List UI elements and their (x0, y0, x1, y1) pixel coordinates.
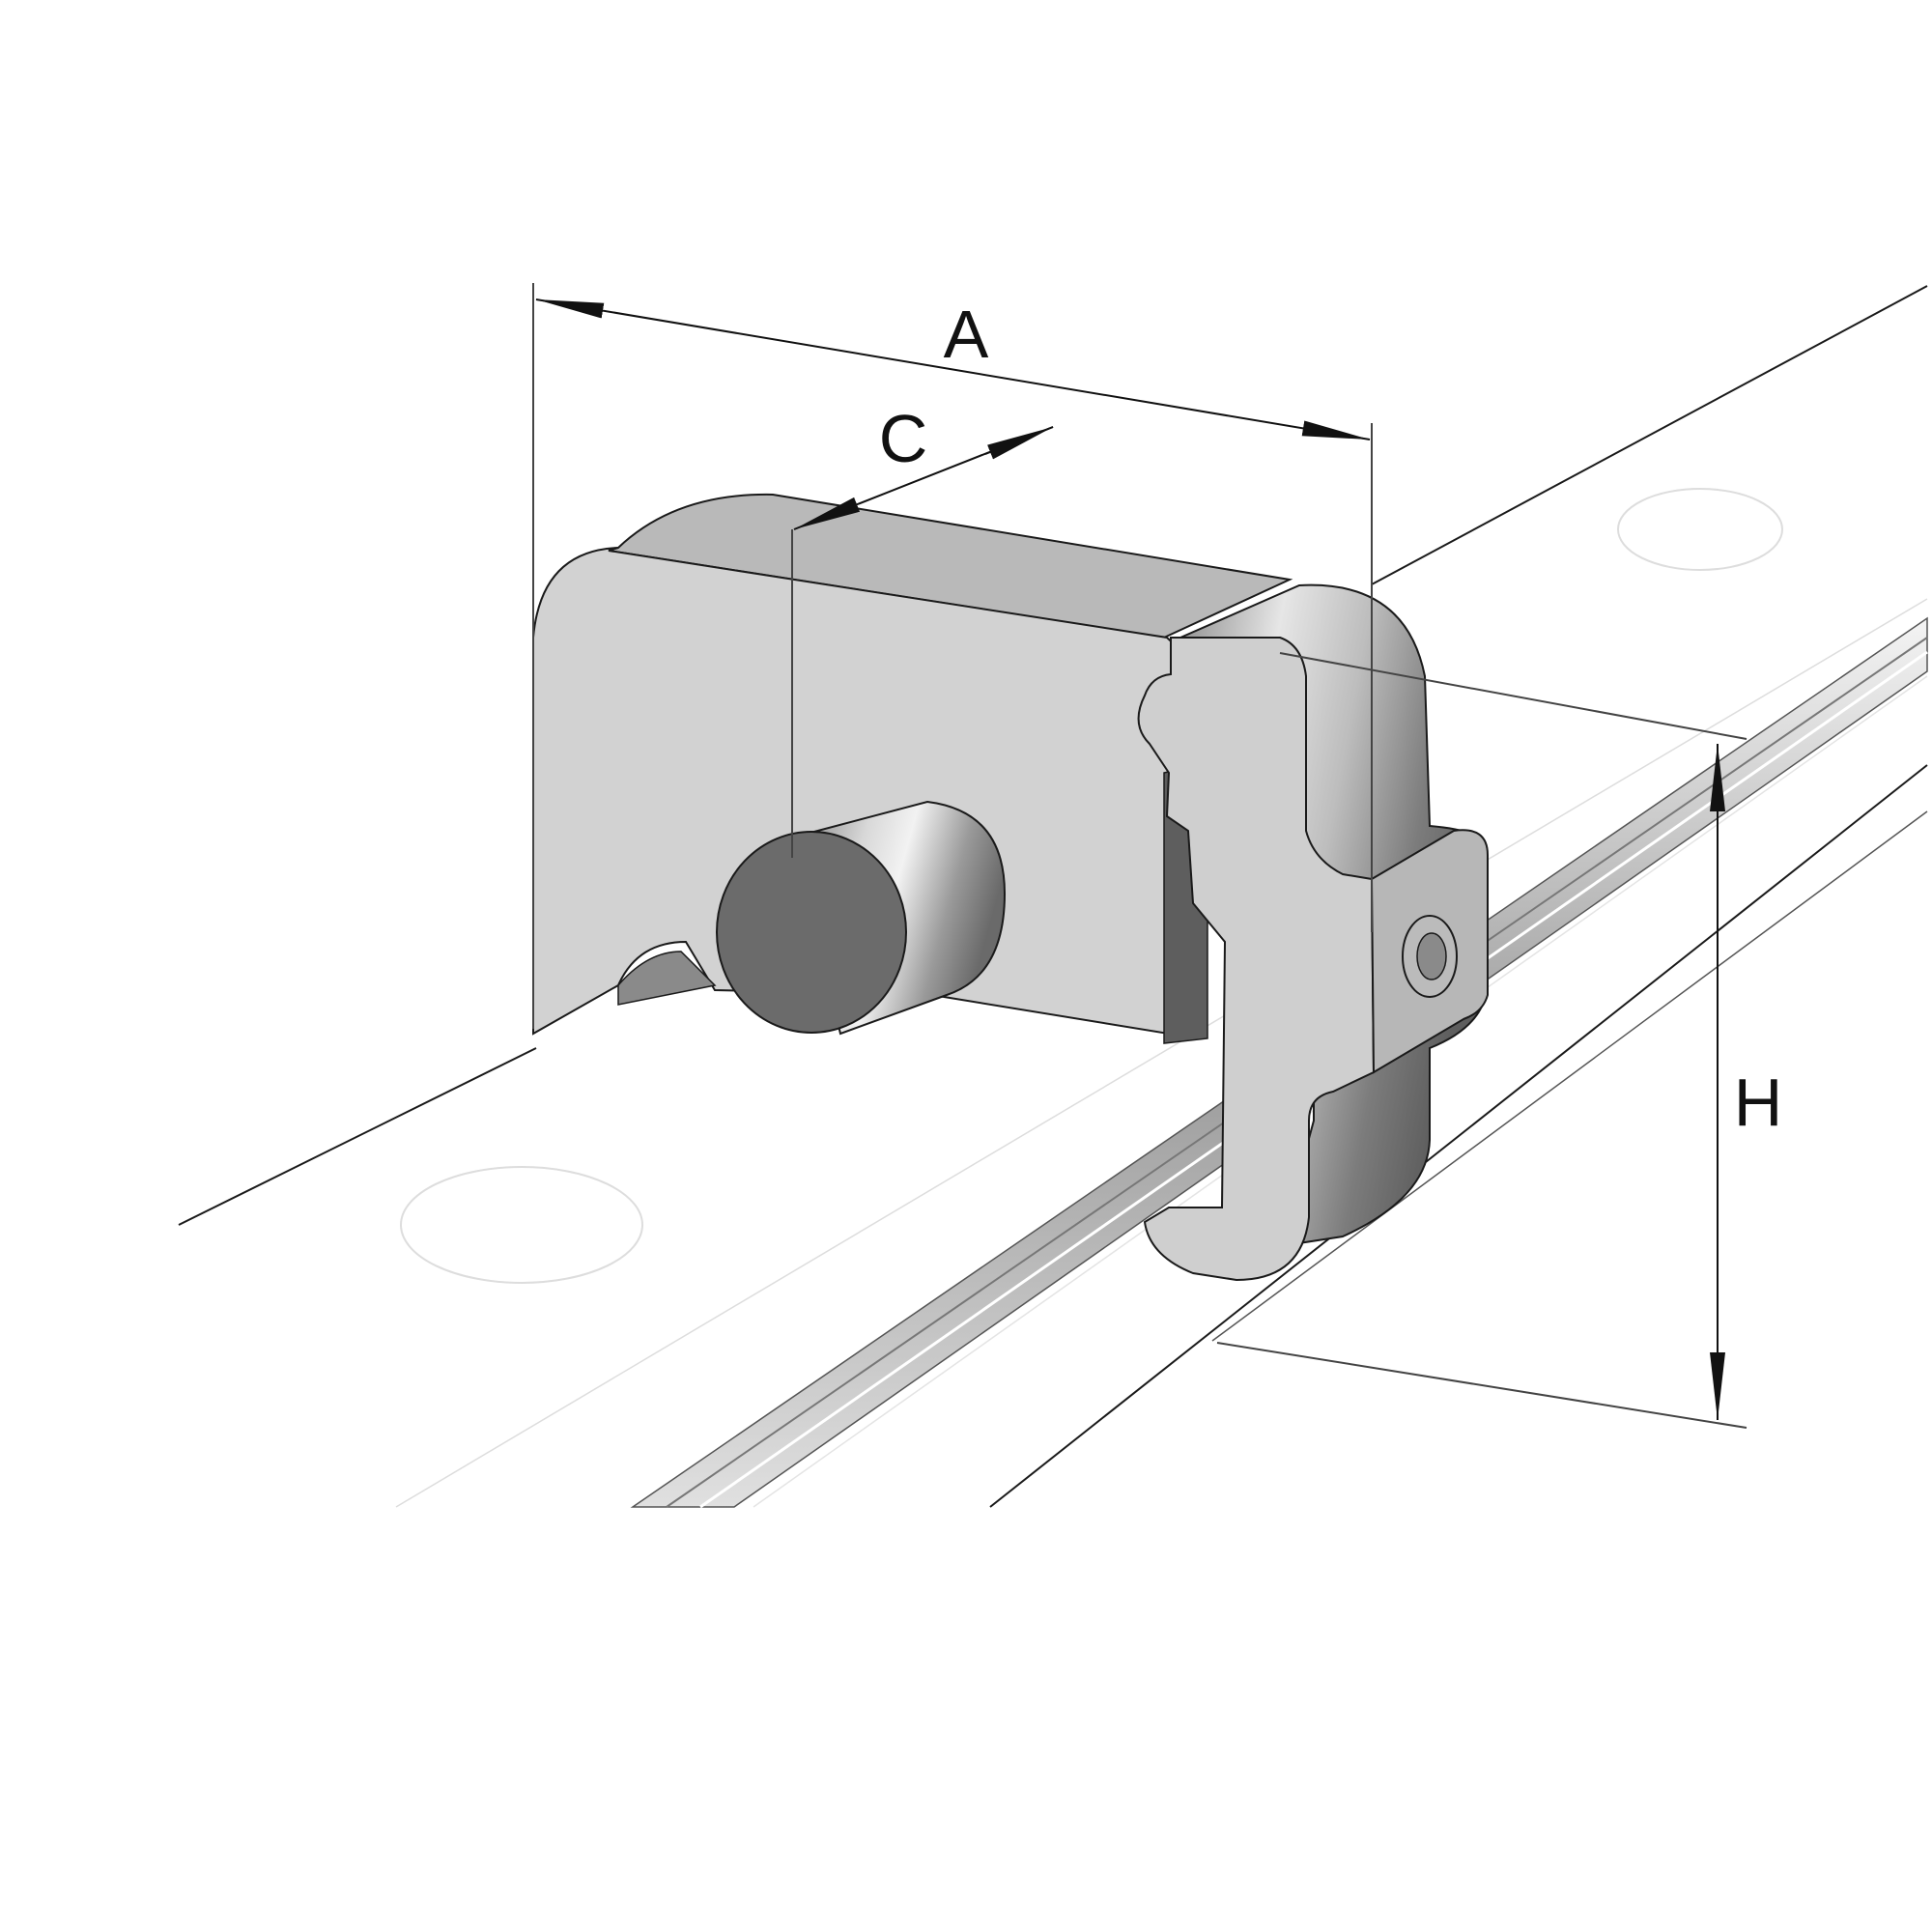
clamp-block (532, 493, 1293, 1044)
dim-c-label: C (879, 401, 928, 476)
block-top-face (608, 493, 1293, 639)
dim-h-ext-bottom (1216, 1342, 1747, 1429)
dim-h-label: H (1734, 1065, 1783, 1140)
rail-hole-right (1617, 488, 1783, 571)
pin-end-face (716, 831, 907, 1034)
dimension-h: H (1216, 652, 1783, 1429)
rail-bottom-edge (1211, 810, 1928, 1342)
dimension-a: A (532, 283, 1373, 1029)
rail-inner-line (395, 598, 1928, 1508)
bolt-socket (1416, 932, 1447, 980)
dim-a-line (535, 298, 1371, 440)
block-groove (617, 951, 717, 1006)
pin-cylinder (716, 800, 1007, 1036)
rail-far-edge (1371, 285, 1928, 585)
end-cap (1137, 583, 1489, 1282)
rail-hole-left (400, 1166, 643, 1284)
rail-front-edge (989, 764, 1928, 1508)
end-cap-profile (1137, 637, 1376, 1282)
dim-a-label: A (944, 297, 989, 372)
dim-h-ext-top (1279, 652, 1747, 740)
dimension-c: C (791, 401, 1054, 858)
rail-left-edge (178, 1047, 537, 1226)
dim-c-arrow-right (984, 426, 1054, 460)
